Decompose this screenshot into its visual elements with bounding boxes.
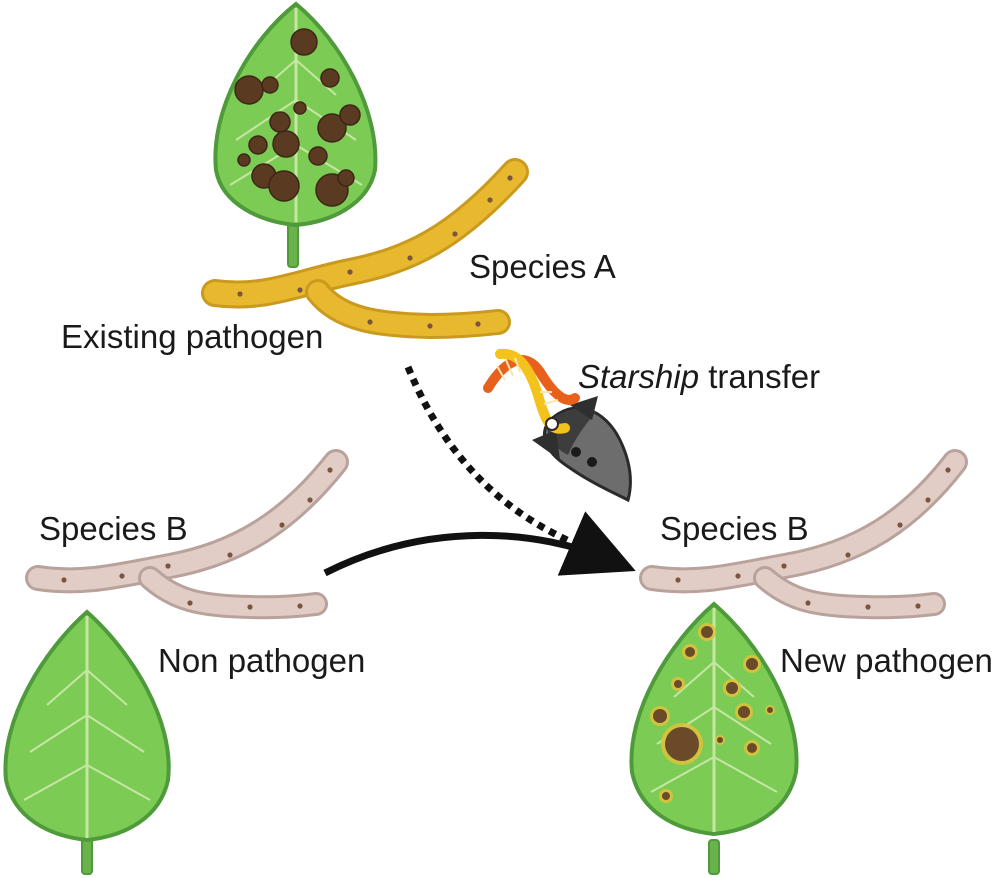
species-b-right-label: Species B — [660, 510, 809, 547]
infected-leaf-icon — [213, 1, 378, 268]
transfer-dotted-arrow — [404, 365, 622, 564]
non-pathogen-label: Non pathogen — [158, 642, 366, 679]
solid-arrow — [323, 511, 636, 577]
new-pathogen-label: New pathogen — [780, 642, 993, 679]
existing-pathogen-label: Existing pathogen — [61, 318, 324, 355]
starship-dna-rocket-icon — [483, 348, 632, 503]
species-a-label: Species A — [469, 248, 616, 285]
transfer-word: transfer — [699, 358, 821, 395]
hypha-species-a-icon — [201, 158, 529, 340]
starship-transfer-label: Starship transfer — [578, 360, 820, 393]
hypha-species-b-left-icon — [25, 449, 349, 620]
new-infected-leaf-icon — [629, 601, 799, 875]
starship-word: Starship — [578, 358, 700, 395]
hypha-species-b-right-icon — [639, 449, 968, 620]
species-b-left-label: Species B — [39, 510, 188, 547]
healthy-leaf-icon — [3, 609, 171, 875]
